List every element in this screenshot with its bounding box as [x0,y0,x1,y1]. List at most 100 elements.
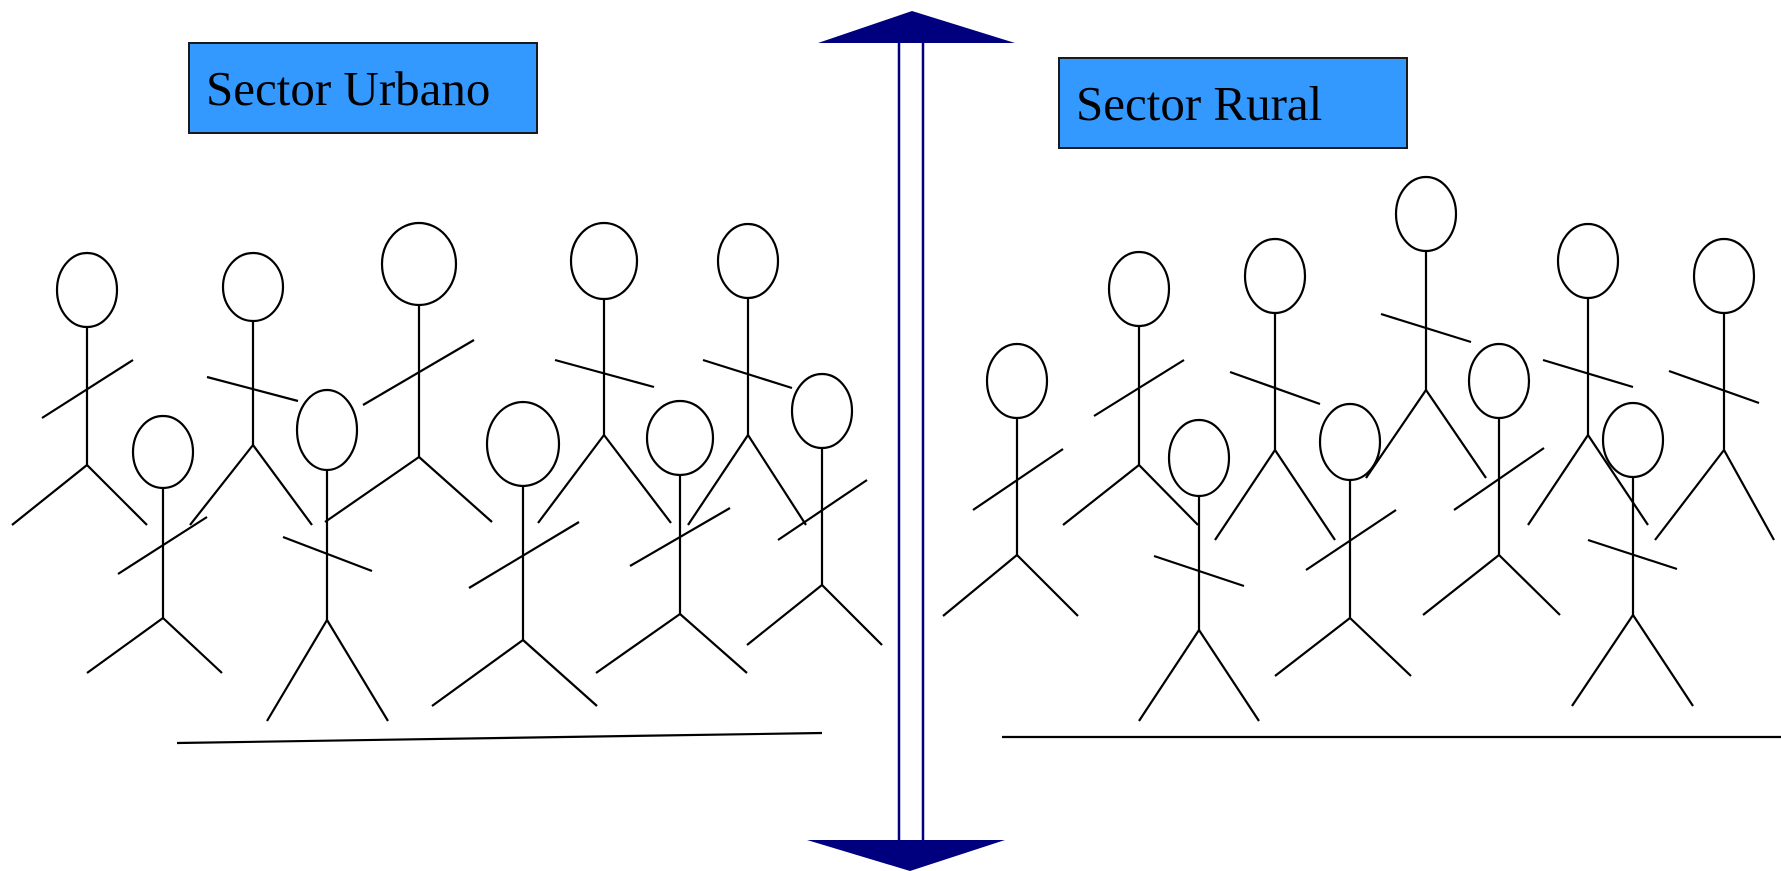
stick-figure-right-leg [1425,389,1487,479]
stick-figure-arms [554,358,655,389]
urban-ground-line [176,731,823,745]
stick-figure-right-leg [1723,449,1775,541]
stick-figure-right-leg [1632,614,1694,707]
stick-figure-left-leg [266,619,328,722]
stick-figure-arms [1093,359,1185,417]
stick-figure-right-leg [1016,554,1079,617]
stick-figure-arms [1305,509,1397,571]
rural-sector-label: Sector Rural [1058,57,1408,149]
stick-figure-arms [41,359,134,419]
stick-figure-right-leg [1587,434,1649,526]
stick-figure-left-leg [595,613,681,674]
stick-figure-right-leg [1138,464,1199,526]
stick-figure-arms [777,479,868,541]
stick-figure-head [1692,237,1756,315]
stick-figure-left-leg [1527,434,1589,526]
urban-stick-figure [86,414,223,674]
stick-figure-left-leg [324,456,420,523]
stick-figure-head [569,221,639,301]
stick-figure-head [55,251,119,329]
stick-figure-right-leg [522,639,598,707]
stick-figure-arms [1587,538,1678,571]
stick-figure-head [1318,402,1382,482]
stick-figure-left-leg [942,554,1018,617]
stick-figure-right-leg [679,613,748,674]
stick-figure-head [790,372,854,450]
stick-figure-left-leg [1138,629,1200,722]
stick-figure-head [1107,250,1171,328]
stick-figure-right-leg [418,456,493,523]
rural-stick-figure [1274,402,1412,677]
urban-stick-figure [687,222,807,526]
stick-figure-left-leg [189,444,254,526]
stick-figure-head [1243,237,1307,315]
stick-figure-left-leg [86,617,164,674]
urban-stick-figure [595,399,748,674]
urban-stick-figure [431,400,598,707]
stick-figure-arms [1229,370,1321,406]
stick-figure-arms [972,448,1064,511]
stick-figure-arms [117,516,208,575]
stick-figure-arms [702,358,793,390]
stick-figure-head [131,414,195,490]
stick-figure-left-leg [1422,554,1500,616]
stick-figure-head [716,222,780,300]
stick-figure-right-leg [326,619,389,722]
stick-figure-head [645,399,715,477]
stick-figure-head [1601,401,1665,479]
urban-stick-figure [189,251,313,526]
stick-figure-head [1167,418,1231,498]
stick-figure-left-leg [1274,617,1351,677]
rural-stick-figure [1138,418,1260,722]
rural-stick-figure [1062,250,1199,526]
rural-stick-figure [1214,237,1336,541]
stick-figure-left-leg [11,464,88,526]
rural-stick-figure [1365,175,1487,479]
urban-population [11,221,883,722]
stick-figure-right-leg [603,434,672,524]
stick-figure-right-leg [747,434,807,526]
urban-stick-figure [11,251,148,526]
stick-figure-right-leg [86,464,148,526]
stick-figure-arms [282,535,373,573]
stick-figure-arms [206,375,299,403]
stick-figure-right-leg [1349,617,1412,677]
stick-figure-left-leg [687,434,749,526]
stick-figure-right-leg [162,617,223,674]
stick-figure-arms [1542,358,1634,389]
rural-stick-figure [1527,222,1649,526]
rural-stick-figure [942,342,1079,617]
stick-figure-head [985,342,1049,420]
stick-figure-arms [1380,312,1472,344]
stick-figure-left-leg [1062,464,1140,526]
divider-arrow-bottom-head [807,840,1005,871]
stick-figure-left-leg [1571,614,1634,707]
rural-population [942,175,1775,722]
stick-figure-head [221,251,285,323]
stick-figure-head [1556,222,1620,300]
urban-stick-figure [537,221,672,524]
stick-figure-left-leg [537,434,605,524]
stick-figure-arms [468,521,580,589]
urban-sector-label: Sector Urbano [188,42,538,134]
stick-figure-right-leg [821,584,883,646]
stick-figure-head [380,221,458,307]
rural-stick-figure [1654,237,1775,541]
stick-figure-left-leg [1654,449,1725,541]
stick-figure-head [1467,342,1531,420]
stick-figure-left-leg [431,639,524,707]
stick-figure-right-leg [1274,449,1336,541]
stick-figure-head [295,388,359,472]
stick-figure-arms [1153,554,1245,588]
stick-figure-arms [1668,369,1760,405]
stick-figure-head [1394,175,1458,253]
stick-figure-right-leg [1498,554,1561,616]
stick-figure-right-leg [1198,629,1260,722]
stick-figure-arms [629,507,731,567]
urban-stick-figure [324,221,493,523]
stick-figure-arms [362,339,475,406]
stick-figure-left-leg [746,584,823,646]
rural-stick-figure [1571,401,1694,707]
divider-arrow [807,11,1015,871]
